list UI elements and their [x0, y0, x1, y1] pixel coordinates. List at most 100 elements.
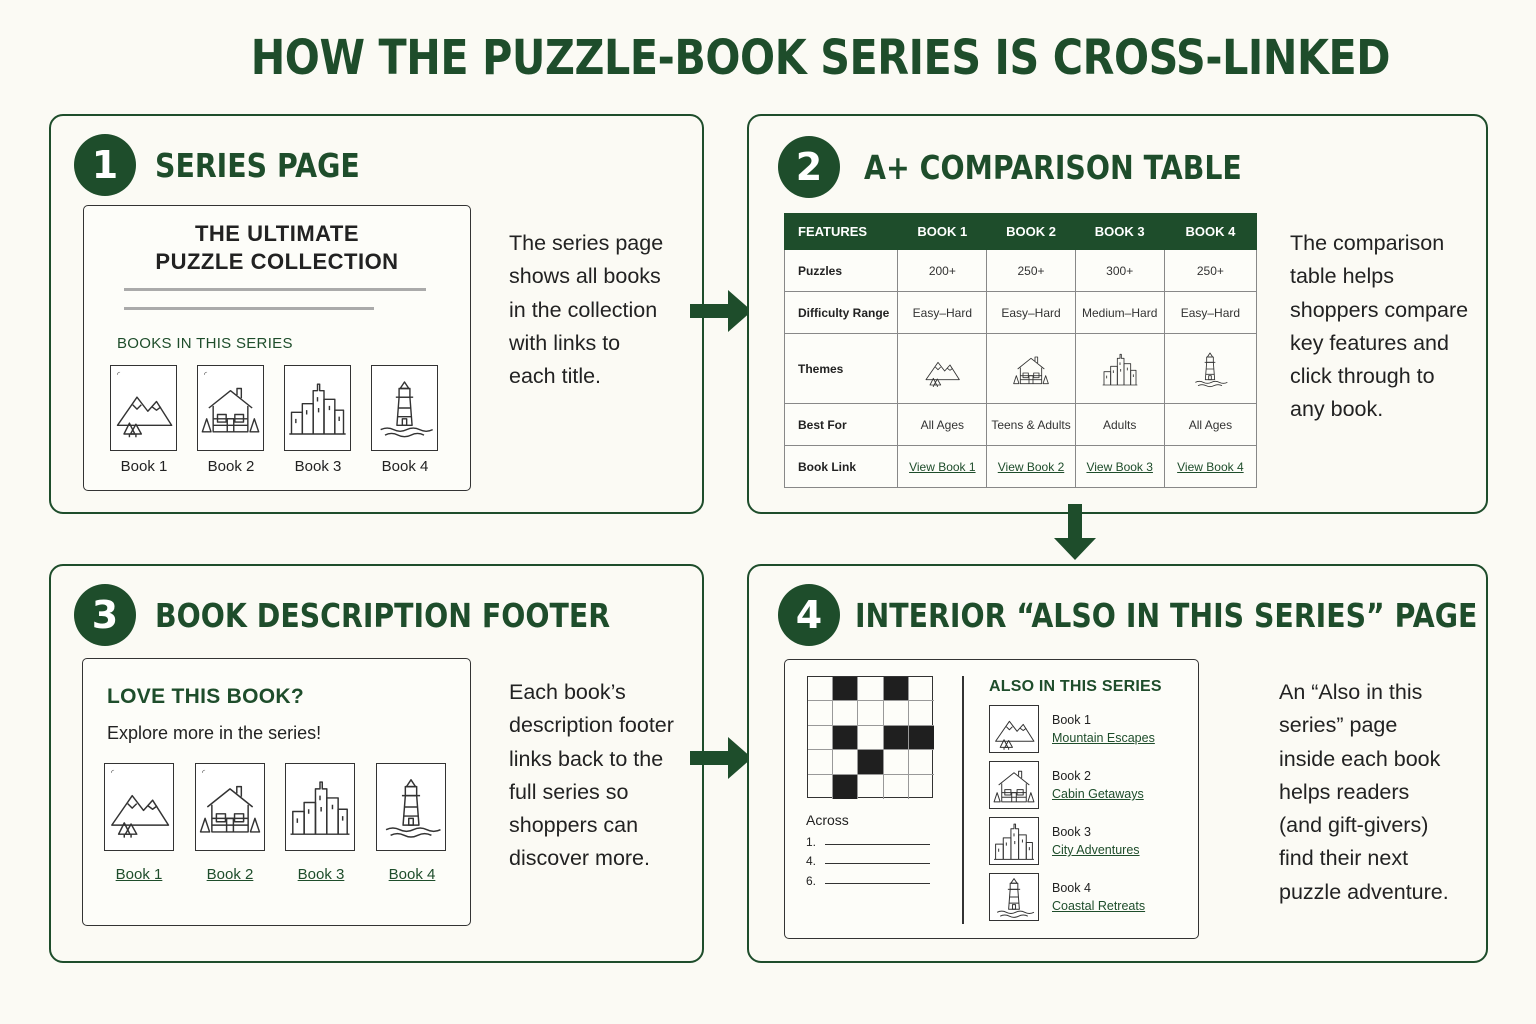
- cabin-icon: [198, 366, 263, 450]
- list-item: Book 1 Mountain Escapes: [989, 705, 1169, 755]
- interior-page-card: Across 1. 4. 6. ALSO IN THIS SERIES Book…: [784, 659, 1199, 939]
- panel-description-footer: 3 BOOK DESCRIPTION FOOTER LOVE THIS BOOK…: [49, 564, 704, 963]
- divider-line: [124, 307, 374, 310]
- table-cell: View Book 2: [986, 445, 1076, 488]
- view-book-3-link[interactable]: View Book 3: [1086, 459, 1153, 474]
- coastal-retreats-link[interactable]: Coastal Retreats: [1052, 899, 1146, 913]
- clue-line: [825, 863, 930, 864]
- city-adventures-link[interactable]: City Adventures: [1052, 843, 1140, 857]
- column-header: BOOK 2: [986, 213, 1076, 250]
- lighthouse-icon: [990, 874, 1038, 920]
- book-4-link[interactable]: Book 4: [388, 866, 436, 883]
- step-number-badge: 3: [74, 584, 136, 646]
- column-header: BOOK 3: [1074, 213, 1165, 250]
- book-number: Book 3: [1052, 825, 1091, 839]
- table-cell: Adults: [1074, 403, 1165, 446]
- city-icon: [1092, 349, 1148, 389]
- column-header: BOOK 1: [897, 213, 988, 250]
- table-cell: All Ages: [1163, 403, 1258, 446]
- lighthouse-icon: [1182, 349, 1238, 389]
- city-icon: [286, 764, 354, 850]
- lighthouse-icon: [372, 366, 437, 450]
- book-cover-1[interactable]: ◜: [110, 365, 177, 451]
- clue-number: 4.: [806, 854, 817, 868]
- across-heading: Across: [806, 812, 849, 828]
- row-label: Themes: [783, 333, 899, 404]
- clue-number: 1.: [806, 835, 817, 849]
- clue-number: 6.: [806, 874, 817, 888]
- table-cell: Medium–Hard: [1074, 291, 1165, 334]
- column-header: BOOK 4: [1163, 213, 1258, 250]
- book-label: Book 4: [381, 458, 429, 475]
- page-title: HOW THE PUZZLE-BOOK SERIES IS CROSS-LINK…: [250, 30, 1391, 86]
- table-cell: View Book 1: [897, 445, 988, 488]
- book-thumbnail: [989, 705, 1039, 753]
- flow-arrow-right: [690, 737, 752, 779]
- table-cell: 250+: [986, 249, 1076, 292]
- table-row: Book Link View Book 1 View Book 2 View B…: [783, 445, 1258, 488]
- book-1-link[interactable]: Book 1: [115, 866, 163, 883]
- panel-heading: BOOK DESCRIPTION FOOTER: [155, 596, 611, 635]
- table-cell: Easy–Hard: [1163, 291, 1258, 334]
- panel-heading: A+ COMPARISON TABLE: [864, 148, 1242, 187]
- table-cell: [986, 333, 1076, 404]
- book-cover-2[interactable]: ◜: [197, 365, 264, 451]
- mountains-icon: [111, 366, 176, 450]
- panel-comparison-table: 2 A+ COMPARISON TABLE FEATURES BOOK 1 BO…: [747, 114, 1488, 514]
- list-item: Book 2 Cabin Getaways: [989, 761, 1169, 811]
- view-book-4-link[interactable]: View Book 4: [1177, 459, 1244, 474]
- step-number-badge: 4: [778, 584, 840, 646]
- book-cover-2[interactable]: ◜: [195, 763, 265, 851]
- view-book-2-link[interactable]: View Book 2: [997, 459, 1065, 474]
- row-label: Book Link: [783, 445, 899, 488]
- clue-line: [825, 844, 930, 845]
- books-in-series-heading: BOOKS IN THIS SERIES: [117, 335, 293, 352]
- table-header-row: FEATURES BOOK 1 BOOK 2 BOOK 3 BOOK 4: [783, 213, 1258, 250]
- book-cover-1[interactable]: ◜: [104, 763, 174, 851]
- column-header: FEATURES: [783, 213, 899, 250]
- cabin-icon: [990, 762, 1038, 808]
- collection-title: THE ULTIMATE PUZZLE COLLECTION: [155, 221, 399, 274]
- list-item: Book 4 Coastal Retreats: [989, 873, 1169, 923]
- book-cover-3[interactable]: [284, 365, 351, 451]
- panel-series-page: 1 SERIES PAGE THE ULTIMATE PUZZLE COLLEC…: [49, 114, 704, 514]
- table-row: Difficulty Range Easy–Hard Easy–Hard Med…: [783, 291, 1258, 334]
- table-row: Themes: [783, 333, 1258, 404]
- step-number-badge: 1: [74, 134, 136, 196]
- comparison-table: FEATURES BOOK 1 BOOK 2 BOOK 3 BOOK 4 Puz…: [783, 213, 1258, 488]
- view-book-1-link[interactable]: View Book 1: [909, 459, 976, 474]
- description-footer-card: LOVE THIS BOOK? Explore more in the seri…: [82, 658, 471, 926]
- flow-arrow-down: [1054, 504, 1096, 560]
- row-label: Difficulty Range: [783, 291, 899, 334]
- panel-description: The comparison table helps shoppers comp…: [1290, 231, 1469, 422]
- book-cover-3[interactable]: [285, 763, 355, 851]
- step-number-badge: 2: [778, 136, 840, 198]
- book-label: Book 3: [294, 458, 342, 475]
- row-label: Puzzles: [783, 249, 899, 292]
- panel-heading: INTERIOR “ALSO IN THIS SERIES” PAGE: [855, 596, 1478, 635]
- cabin-getaways-link[interactable]: Cabin Getaways: [1052, 787, 1144, 801]
- book-3-link[interactable]: Book 3: [297, 866, 345, 883]
- column-divider: [962, 676, 964, 924]
- panel-heading: SERIES PAGE: [155, 146, 360, 185]
- panel-description: An “Also in this series” page inside eac…: [1279, 680, 1449, 904]
- panel-description: The series page shows all books in the c…: [509, 231, 664, 389]
- cabin-icon: [1003, 349, 1059, 389]
- table-row: Best For All Ages Teens & Adults Adults …: [783, 403, 1258, 446]
- book-cover-4[interactable]: [376, 763, 446, 851]
- table-cell: [1163, 333, 1258, 404]
- flow-arrow-right: [690, 290, 752, 332]
- row-label: Best For: [783, 403, 899, 446]
- panel-description: Each book’s description footer links bac…: [509, 680, 674, 871]
- book-thumbnail: [989, 761, 1039, 809]
- table-cell: Teens & Adults: [986, 403, 1076, 446]
- mountain-escapes-link[interactable]: Mountain Escapes: [1052, 731, 1155, 745]
- panel-also-in-series: 4 INTERIOR “ALSO IN THIS SERIES” PAGE Ac…: [747, 564, 1488, 963]
- explore-subtitle: Explore more in the series!: [107, 723, 322, 743]
- book-label: Book 1: [120, 458, 168, 475]
- table-cell: Easy–Hard: [986, 291, 1076, 334]
- book-cover-4[interactable]: [371, 365, 438, 451]
- table-cell: Easy–Hard: [897, 291, 988, 334]
- table-cell: [897, 333, 988, 404]
- book-2-link[interactable]: Book 2: [206, 866, 254, 883]
